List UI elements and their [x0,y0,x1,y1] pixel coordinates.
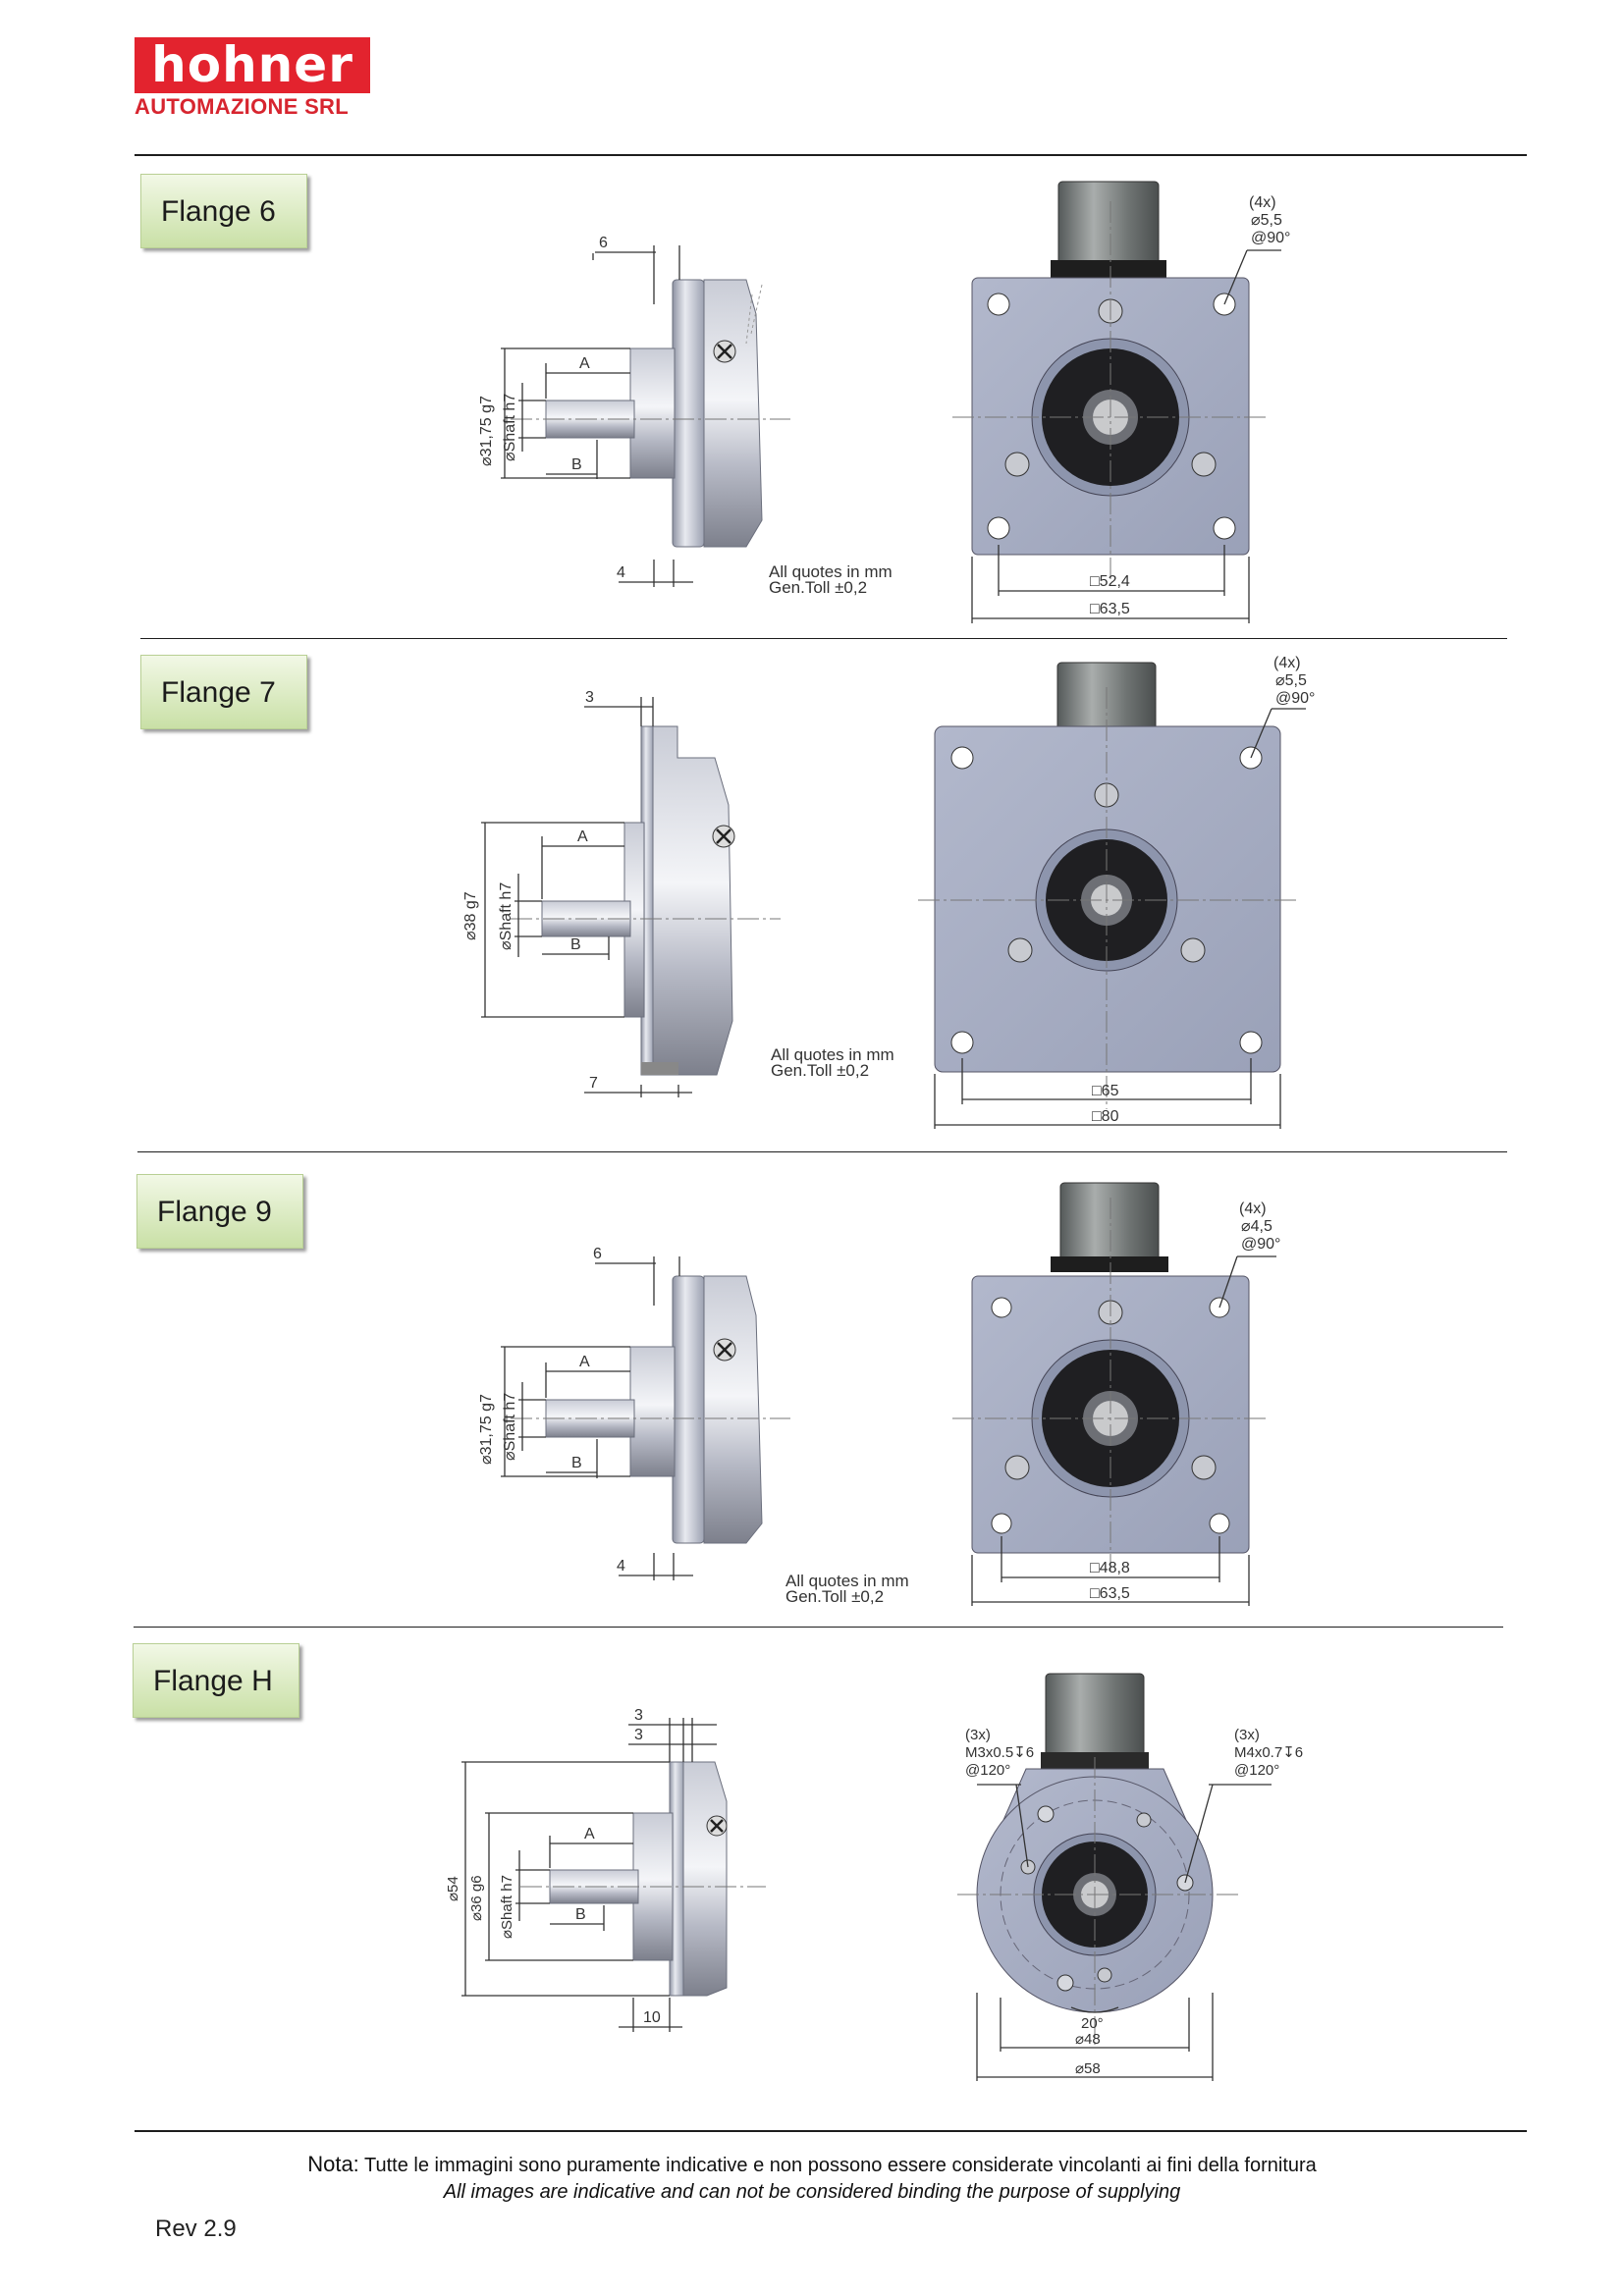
flange-9-holes-dia: ⌀4,5 [1241,1218,1272,1235]
flange-7-divider [137,1151,1507,1152]
flange-6-holes-dia: ⌀5,5 [1251,212,1282,229]
flange-h-left-holes-angle: @120° [965,1762,1010,1779]
flange-h-right-holes-angle: @120° [1234,1762,1279,1779]
flange-h-left-holes-count: (3x) [965,1727,991,1743]
flange-h-dim-top2: 3 [634,1727,643,1743]
flange-6-square-inner: □52,4 [1090,573,1130,590]
flange-h-side-drawing: 3 3 A B ⌀54 ⌀36 g6 ⌀Shaft h7 10 [445,1707,766,2032]
flange-h-dia-48: ⌀48 [1075,2031,1101,2048]
brand-logo-box [135,37,370,93]
flange-9-dim-shaft: ⌀Shaft h7 [502,1393,518,1461]
flange-7-holes-angle: @90° [1275,690,1315,707]
flange-h-dim-top: 3 [634,1707,643,1724]
brand-logo-subtitle: AUTOMAZIONE SRL [135,94,349,119]
flange-h-dim-bottom: 10 [643,2009,661,2026]
flange-7-front-drawing: (4x) ⌀5,5 @90° □65 □80 [918,655,1315,1129]
flange-h-dim-shaft: ⌀Shaft h7 [499,1875,515,1939]
flange-6-label: Flange 6 [140,174,307,248]
flange-6-divider [140,638,1507,639]
footer-nota-text: Tutte le immagini sono puramente indicat… [358,2155,1317,2176]
flange-7-dim-bottom: 7 [589,1075,598,1092]
flange-6-front-drawing: (4x) ⌀5,5 @90° □52,4 □63,5 [952,181,1290,623]
flange-6-dim-outer: ⌀31,75 g7 [478,396,495,466]
flange-6-dim-b: B [571,456,582,473]
flange-9-dim-top: 6 [593,1246,602,1262]
flange-9-square-inner: □48,8 [1090,1560,1130,1576]
flange-6-dim-a: A [579,355,590,372]
flange-7-square-inner: □65 [1092,1083,1119,1099]
flange-7-dim-outer: ⌀38 g7 [462,891,479,940]
footer-note-english: All images are indicative and can not be… [443,2181,1181,2203]
flange-h-dia-58: ⌀58 [1075,2060,1101,2077]
footer-note-italian: Nota: Tutte le immagini sono puramente i… [0,2152,1624,2177]
flange-9-dim-b: B [571,1455,582,1471]
flange-9-dim-outer: ⌀31,75 g7 [478,1394,495,1465]
flange-7-dim-top: 3 [585,689,594,706]
header-divider [135,154,1527,156]
revision-label: Rev 2.9 [155,2216,237,2242]
flange-h-right-holes-count: (3x) [1234,1727,1260,1743]
flange-h-dim-b: B [575,1906,586,1923]
footer-nota-prefix: Nota: [307,2152,359,2176]
flange-h-angle: 20° [1081,2015,1104,2032]
flange-9-dim-a: A [579,1354,590,1370]
flange-9-note-line1: All quotes in mm [785,1572,909,1590]
flange-9-side-drawing: 6 A B ⌀31,75 g7 ⌀Shaft h7 4 All quotes i… [478,1246,909,1606]
flange-7-side-drawing: 3 A B ⌀38 g7 ⌀Shaft h7 7 All quotes in m… [462,689,894,1097]
flange-h-label: Flange H [133,1643,299,1718]
flange-h-right-holes-spec: M4x0.7↧6 [1234,1744,1303,1761]
flange-6-holes-count: (4x) [1249,194,1276,211]
flange-h-left-holes-spec: M3x0.5↧6 [965,1744,1034,1761]
flange-9-note-line2: Gen.Toll ±0,2 [785,1587,884,1606]
flange-h-dim-36: ⌀36 g6 [468,1875,485,1921]
flange-7-holes-dia: ⌀5,5 [1275,672,1307,689]
flange-7-dim-shaft: ⌀Shaft h7 [498,882,514,950]
flange-7-dim-a: A [577,828,588,845]
flange-6-dim-shaft: ⌀Shaft h7 [502,394,518,461]
flange-6-note-line2: Gen.Toll ±0,2 [769,578,867,597]
flange-h-dim-a: A [584,1826,595,1842]
flange-7-note-line1: All quotes in mm [771,1045,894,1064]
flange-7-holes-count: (4x) [1273,655,1301,671]
flange-9-square-outer: □63,5 [1090,1585,1130,1602]
flange-9-label: Flange 9 [136,1174,303,1249]
flange-7-label: Flange 7 [140,655,307,729]
flange-9-front-drawing: (4x) ⌀4,5 @90° □48,8 □63,5 [952,1182,1280,1606]
flange-6-dim-top: 6 [599,235,608,251]
flange-7-dim-b: B [570,936,581,953]
flange-6-dim-bottom: 4 [617,564,625,581]
flange-9-holes-count: (4x) [1239,1201,1267,1217]
flange-6-square-outer: □63,5 [1090,601,1130,617]
flange-6-note-line1: All quotes in mm [769,562,893,581]
flange-9-divider [134,1627,1503,1628]
flange-9-holes-angle: @90° [1241,1236,1280,1253]
flange-h-front-drawing: (3x) M3x0.5↧6 @120° (3x) M4x0.7↧6 @120° … [957,1673,1303,2081]
flange-9-dim-bottom: 4 [617,1558,625,1575]
flange-h-dim-54: ⌀54 [445,1876,461,1901]
flange-6-side-drawing: 6 A B ⌀31,75 g7 ⌀Shaft h7 4 All quotes i… [478,235,893,597]
flange-7-square-outer: □80 [1092,1108,1119,1125]
flange-7-note-line2: Gen.Toll ±0,2 [771,1061,869,1080]
brand-logo-wordmark: hohner [151,36,353,93]
footer-divider [135,2130,1527,2132]
flange-6-holes-angle: @90° [1251,230,1290,246]
